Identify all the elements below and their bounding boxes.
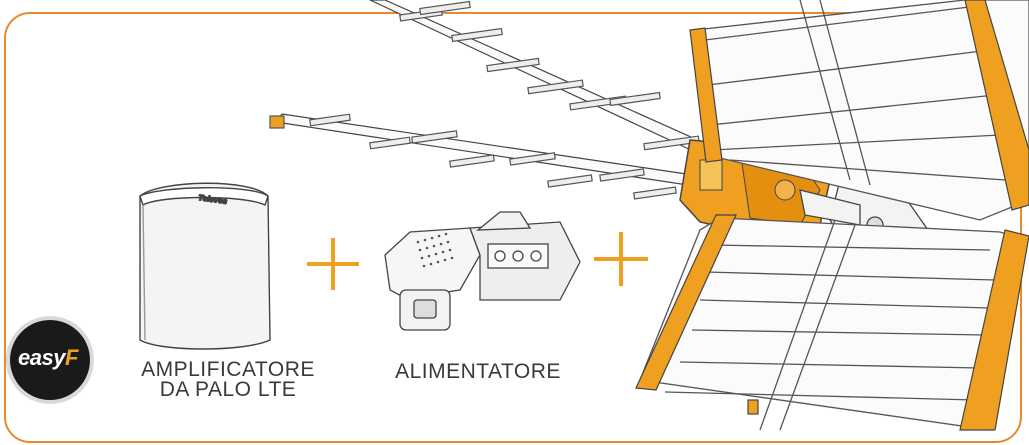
easyf-logo-text: easyF — [18, 345, 78, 370]
amplifier-label: AMPLIFICATORE DA PALO LTE — [118, 358, 338, 401]
lower-reflector-rails — [635, 214, 1029, 431]
lower-yagi-elements — [269, 113, 677, 200]
easyf-logo-icon — [6, 316, 94, 404]
power-supply-device — [384, 211, 581, 331]
plus-icon-1 — [307, 238, 359, 290]
power-supply-label: ALIMENTATORE — [395, 360, 561, 383]
amplifier-label-line-1: AMPLIFICATORE — [141, 358, 315, 381]
upper-reflector-rails — [689, 0, 1029, 211]
amplifier-label-line-2: DA PALO LTE — [159, 378, 297, 401]
upper-yagi-elements — [399, 0, 700, 151]
plus-icon-2 — [594, 232, 648, 286]
lower-reflector — [639, 217, 1026, 431]
amplifier-device: Televes — [139, 182, 271, 350]
